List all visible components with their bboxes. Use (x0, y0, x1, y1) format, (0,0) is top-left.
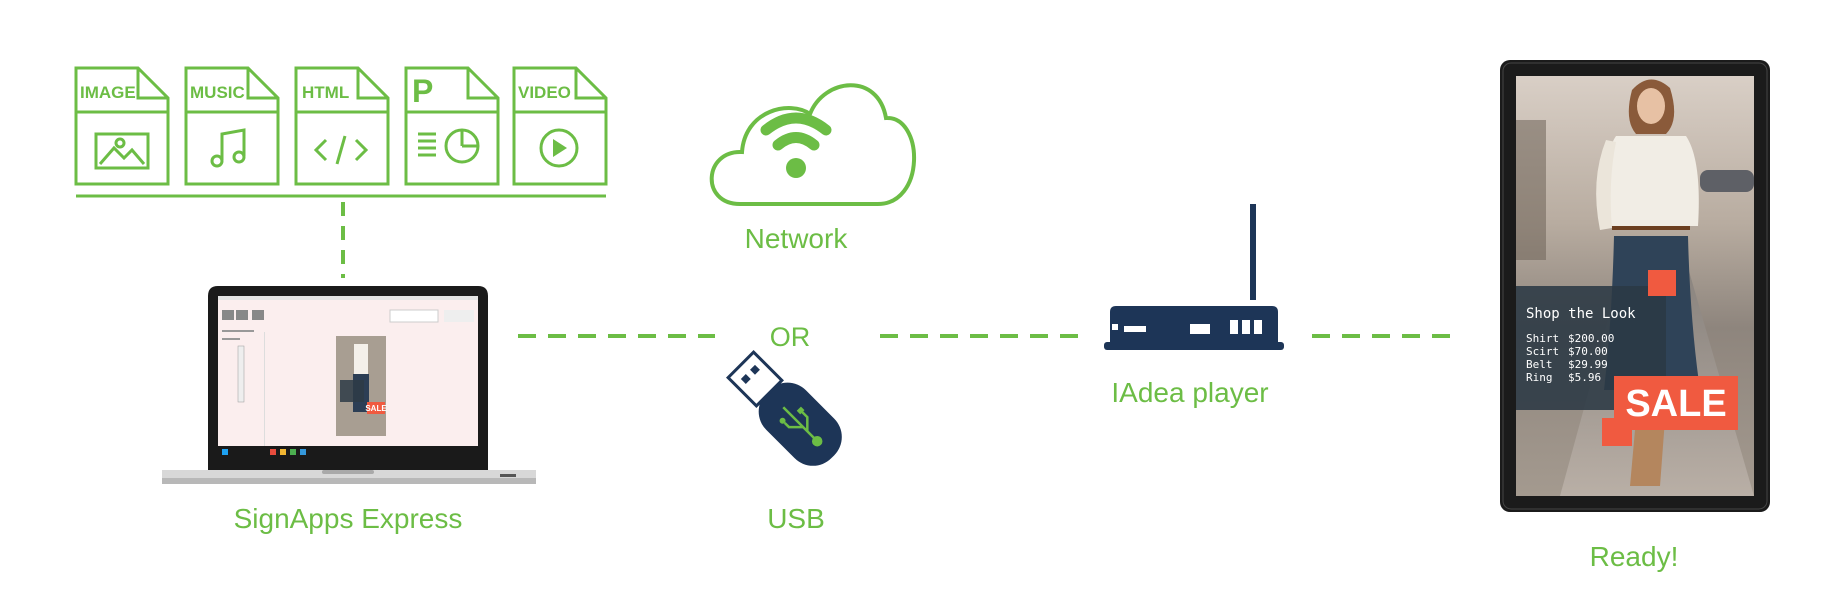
shop-item-name: Scirt (1526, 345, 1559, 358)
accent-square-top (1648, 270, 1676, 296)
shop-item-price: $200.00 (1568, 332, 1614, 345)
sale-label: SALE (1625, 383, 1726, 425)
player-label: IAdea player (1111, 377, 1268, 408)
file-html-label: HTML (302, 83, 349, 102)
file-presentation-label: P (412, 73, 433, 109)
wifi-dot (786, 158, 806, 178)
laptop-label: SignApps Express (234, 503, 463, 534)
signage-display: Shop the Look Shirt $200.00 Scirt $70.00… (1500, 60, 1770, 512)
file-video-icon (512, 66, 608, 186)
file-music-icon (184, 66, 280, 186)
file-music-label: MUSIC (190, 83, 245, 102)
network-cloud-icon (709, 83, 916, 207)
or-label: OR (770, 322, 811, 352)
file-presentation-icon (404, 66, 500, 186)
shop-item-price: $70.00 (1568, 345, 1608, 358)
laptop-device: SALE (162, 286, 536, 484)
file-image-label: IMAGE (80, 83, 136, 102)
sale-badge (1614, 376, 1738, 430)
shop-item-price: $29.99 (1568, 358, 1608, 371)
file-video-label: VIDEO (518, 83, 571, 102)
ready-label: Ready! (1590, 541, 1679, 572)
wifi-icon (760, 112, 832, 151)
file-html-icon (294, 66, 390, 186)
file-type-row: IMAGE MUSIC HTML (74, 66, 608, 278)
network-label: Network (745, 223, 849, 254)
usb-label: USB (767, 503, 825, 534)
laptop-taskbar (218, 446, 478, 458)
player-antenna (1250, 204, 1256, 300)
usb-stick-icon (725, 349, 842, 466)
iadea-player-device (1104, 204, 1284, 350)
file-image-icon (74, 66, 170, 186)
shop-title: Shop the Look (1526, 306, 1636, 322)
shop-item-name: Ring (1526, 371, 1553, 384)
shop-item-name: Shirt (1526, 332, 1559, 345)
shop-item-name: Belt (1526, 358, 1553, 371)
shop-item-price: $5.96 (1568, 371, 1601, 384)
usb-symbol-icon (779, 406, 823, 447)
laptop-screen-sale-label: SALE (365, 404, 387, 413)
